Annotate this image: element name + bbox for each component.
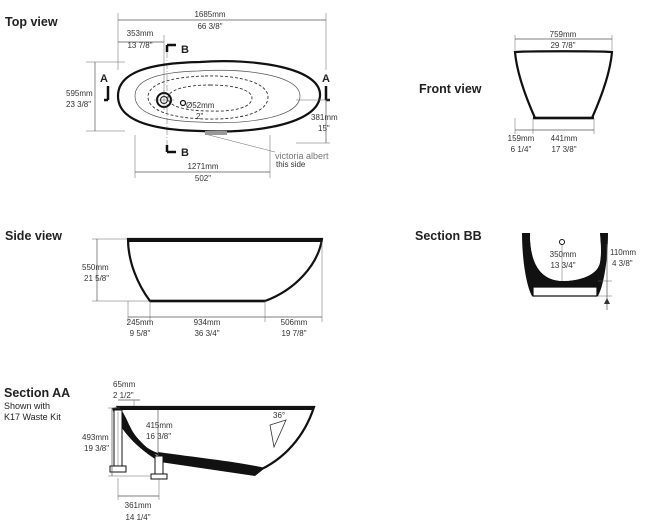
bb-side-mm: 110mm <box>610 248 636 257</box>
section-b-top-label: B <box>181 44 189 56</box>
section-bb-title: Section BB <box>415 229 482 243</box>
side-height-in: 21 5/8" <box>84 274 109 283</box>
top-view: Top view 1685mm 66 3/8" 353mm 13 7/8" B … <box>5 10 338 183</box>
aa-inner-mm: 415mm <box>146 421 173 430</box>
top-waste-offset-in: 13 7/8" <box>127 41 152 50</box>
section-b-bottom-label: B <box>181 147 189 159</box>
aa-angle: 36° <box>273 411 285 420</box>
aa-base-in: 14 1/4" <box>125 513 150 522</box>
side-view-title: Side view <box>5 229 62 243</box>
top-waste-dia-in: 2" <box>196 112 203 121</box>
top-width-mm: 595mm <box>66 89 93 98</box>
top-depth-offset-mm: 381mm <box>311 113 338 122</box>
bb-side-in: 4 3/8" <box>612 259 633 268</box>
side-base-in: 36 3/4" <box>194 329 219 338</box>
aa-base-mm: 361mm <box>125 501 152 510</box>
section-a-left-label: A <box>100 73 108 85</box>
aa-height-in: 19 3/8" <box>84 444 109 453</box>
section-bb: Section BB 350mm 13 3/4" 110mm 4 3/8" <box>415 229 636 310</box>
top-waste-dia-mm: Ø52mm <box>186 101 215 110</box>
aa-top-in: 2 1/2" <box>113 391 134 400</box>
front-base-mm: 441mm <box>551 134 578 143</box>
logo-text: victoria albert <box>275 151 329 161</box>
bb-inner-in: 13 3/4" <box>550 261 575 270</box>
top-length-in: 66 3/8" <box>197 22 222 31</box>
top-inner-in: 502" <box>195 174 211 183</box>
section-aa-subtitle-1: Shown with <box>4 401 50 411</box>
top-view-title: Top view <box>5 15 58 29</box>
front-base-in: 17 3/8" <box>551 145 576 154</box>
side-height-mm: 550mm <box>82 263 109 272</box>
side-left-mm: 245mm <box>127 318 154 327</box>
side-base-mm: 934mm <box>194 318 221 327</box>
side-left-in: 9 5/8" <box>130 329 151 338</box>
front-left-mm: 159mm <box>508 134 535 143</box>
section-aa-subtitle-2: K17 Waste Kit <box>4 412 61 422</box>
aa-inner-in: 16 3/8" <box>146 432 171 441</box>
top-inner-mm: 1271mm <box>187 162 218 171</box>
side-right-mm: 506mm <box>281 318 308 327</box>
side-right-in: 19 7/8" <box>281 329 306 338</box>
front-top-mm: 759mm <box>550 30 577 39</box>
section-aa-title: Section AA <box>4 386 70 400</box>
section-aa: Section AA Shown with K17 Waste Kit 65mm… <box>4 380 316 522</box>
top-depth-offset-in: 15" <box>318 124 330 133</box>
front-view: Front view 759mm 29 7/8" 159mm 6 1/4" 44… <box>419 30 614 154</box>
top-width-in: 23 3/8" <box>66 100 91 109</box>
front-view-title: Front view <box>419 82 482 96</box>
front-top-in: 29 7/8" <box>550 41 575 50</box>
front-left-in: 6 1/4" <box>511 145 532 154</box>
side-view: Side view 550mm 21 5/8" 245mm 9 5/8" 934… <box>5 229 324 338</box>
bb-inner-mm: 350mm <box>550 250 577 259</box>
top-length-mm: 1685mm <box>194 10 225 19</box>
logo-note: this side <box>276 160 306 169</box>
aa-height-mm: 493mm <box>82 433 109 442</box>
aa-top-mm: 65mm <box>113 380 136 389</box>
top-waste-offset-mm: 353mm <box>127 29 154 38</box>
section-a-right-label: A <box>322 73 330 85</box>
